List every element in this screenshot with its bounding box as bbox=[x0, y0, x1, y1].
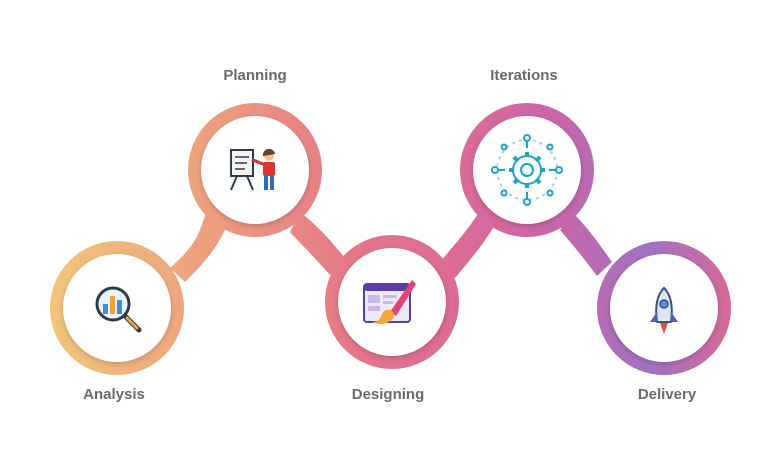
magnifier-chart-icon bbox=[95, 286, 142, 333]
design-window-brush-icon bbox=[363, 280, 416, 324]
step-label-delivery: Delivery bbox=[637, 386, 697, 403]
gear-network-icon bbox=[491, 134, 563, 206]
step-label-planning: Planning bbox=[223, 67, 287, 84]
step-label-designing: Designing bbox=[351, 386, 425, 403]
step-label-analysis: Analysis bbox=[83, 386, 145, 403]
presenter-board-icon bbox=[230, 148, 275, 191]
connectors bbox=[170, 212, 612, 282]
step-label-iterations: Iterations bbox=[490, 67, 558, 84]
rocket-icon bbox=[650, 286, 678, 334]
